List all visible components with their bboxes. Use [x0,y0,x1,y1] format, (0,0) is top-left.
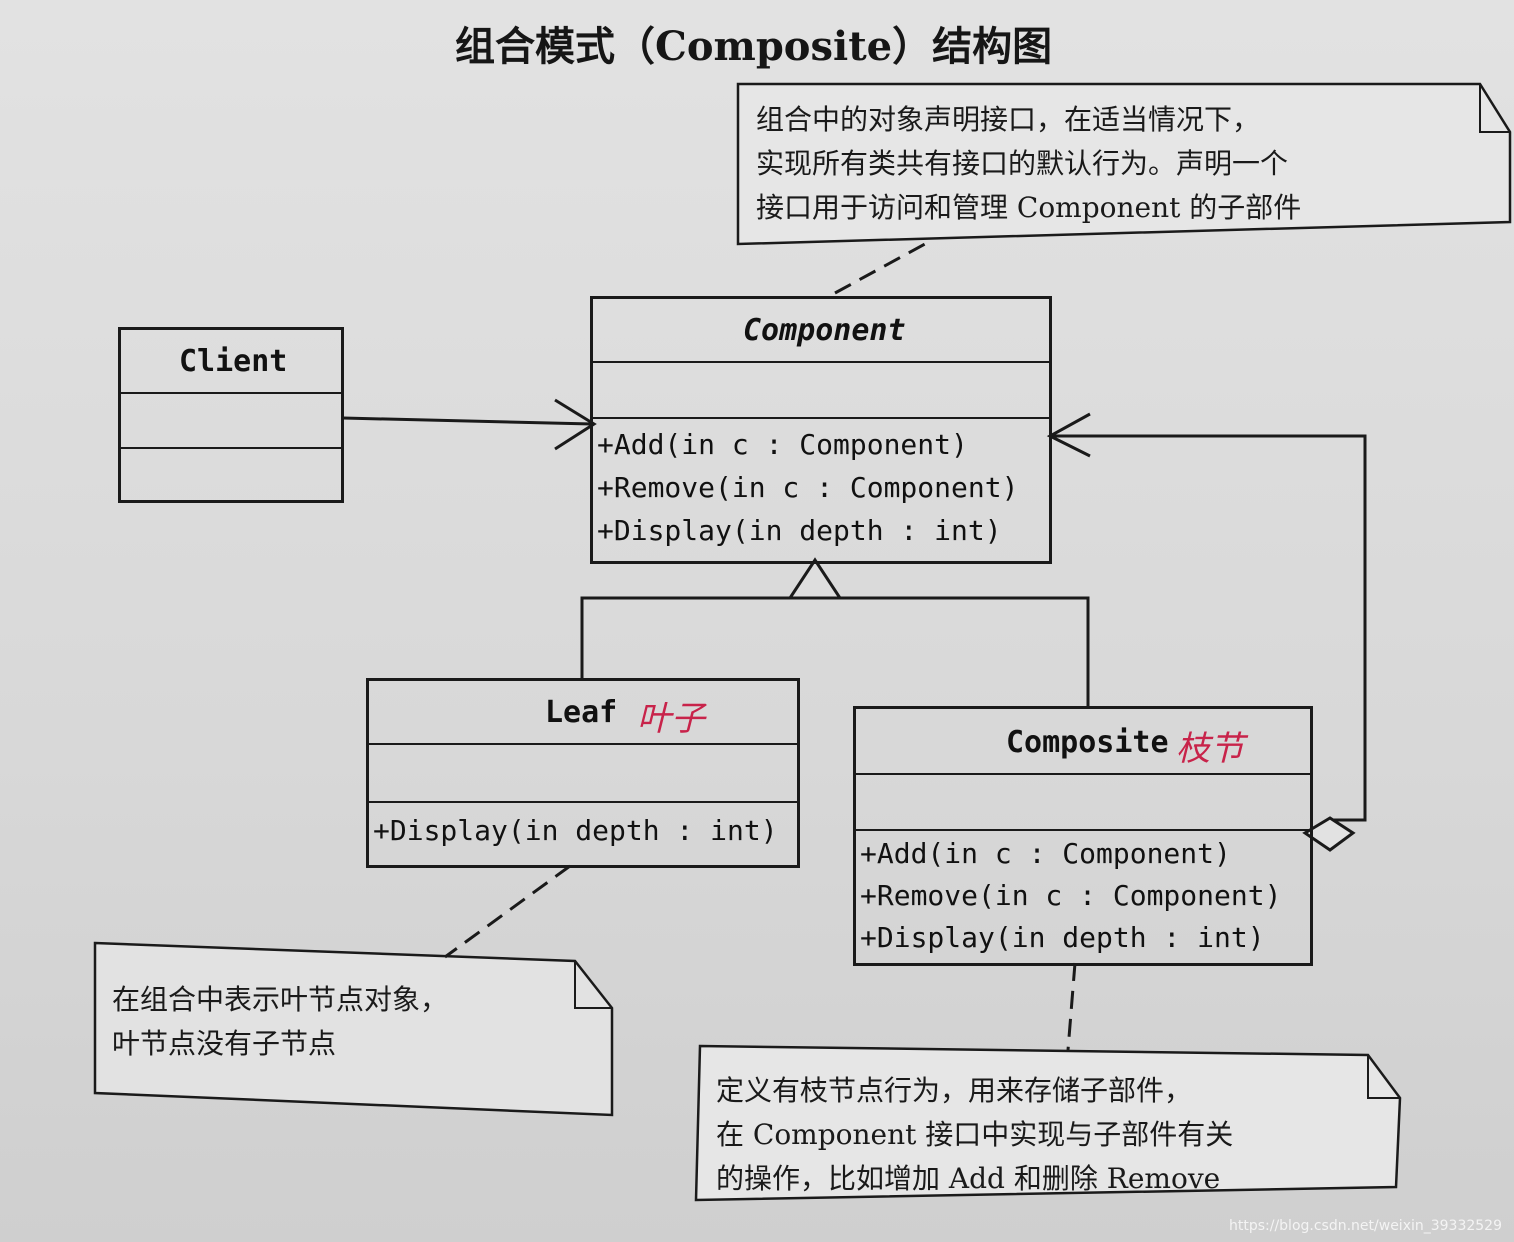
class-component: Component +Add(in c : Component) +Remove… [590,296,1052,564]
note-component-fold [1479,84,1510,133]
anchor-leaf-note [444,864,571,959]
operation-display: +Display(in depth : int) [860,921,1265,954]
operation-display: +Display(in depth : int) [373,814,778,847]
class-client: Client [118,327,344,503]
class-leaf: Leaf 叶子 +Display(in depth : int) [366,678,800,868]
note-line: 在组合中表示叶节点对象， [112,983,449,1016]
note-line: 定义有枝节点行为，用来存储子部件， [716,1074,1193,1107]
note-component-text: 组合中的对象声明接口，在适当情况下， 实现所有类共有接口的默认行为。声明一个 接… [756,98,1301,230]
anchor-component-note [834,242,926,295]
operation-display: +Display(in depth : int) [597,514,1002,547]
operation-add: +Add(in c : Component) [860,837,1231,870]
association-arrowhead [554,398,597,451]
aggregation-line [1050,434,1367,822]
operations-compartment [121,449,341,500]
handwritten-annotation-composite: 枝节 [1176,729,1244,769]
note-line: 叶节点没有子节点 [112,1027,337,1060]
note-leaf-frame [93,941,614,1117]
generalization-branch [580,596,1090,708]
note-line: 实现所有类共有接口的默认行为。声明一个 [756,147,1289,180]
operation-remove: +Remove(in c : Component) [860,879,1282,912]
association-client-component [342,416,593,426]
attributes-compartment [369,745,797,803]
generalization-triangle [787,557,843,600]
class-name-compartment: Client [121,330,341,394]
class-leaf-name: Leaf [545,695,618,730]
class-name-compartment: Leaf 叶子 [369,681,797,745]
class-client-name: Client [179,344,288,379]
operations-compartment: +Display(in depth : int) [369,803,797,865]
class-composite: Composite 枝节 +Add(in c : Component) +Rem… [853,706,1313,966]
note-component-frame [736,82,1512,246]
note-line: 组合中的对象声明接口，在适当情况下， [756,103,1261,136]
aggregation-diamond [1302,816,1356,852]
class-component-name: Component [743,313,906,348]
attributes-compartment [121,394,341,449]
note-leaf-fold [574,961,612,1009]
operations-compartment: +Add(in c : Component) +Remove(in c : Co… [593,419,1049,561]
anchor-composite-note [1066,962,1077,1051]
watermark-url: https://blog.csdn.net/weixin_39332529 [1228,1218,1502,1234]
operation-remove: +Remove(in c : Component) [597,471,1019,504]
note-line: 在 Component 接口中实现与子部件有关 [716,1118,1234,1151]
operation-add: +Add(in c : Component) [597,428,968,461]
note-composite-fold [1367,1055,1400,1099]
note-composite-frame [694,1044,1402,1202]
note-composite-text: 定义有枝节点行为，用来存储子部件， 在 Component 接口中实现与子部件有… [716,1070,1233,1202]
note-line: 的操作，比如增加 Add 和删除 Remove [716,1162,1221,1195]
class-name-compartment: Component [593,299,1049,363]
class-composite-name: Composite [1006,725,1169,760]
note-leaf-text: 在组合中表示叶节点对象， 叶节点没有子节点 [112,978,448,1066]
class-name-compartment: Composite 枝节 [856,709,1310,775]
diagram-title: 组合模式（Composite）结构图 [455,23,1053,70]
note-line: 接口用于访问和管理 Component 的子部件 [756,191,1302,224]
attributes-compartment [593,363,1049,419]
operations-compartment: +Add(in c : Component) +Remove(in c : Co… [856,831,1310,963]
handwritten-annotation-leaf: 叶子 [637,699,705,739]
attributes-compartment [856,775,1310,831]
